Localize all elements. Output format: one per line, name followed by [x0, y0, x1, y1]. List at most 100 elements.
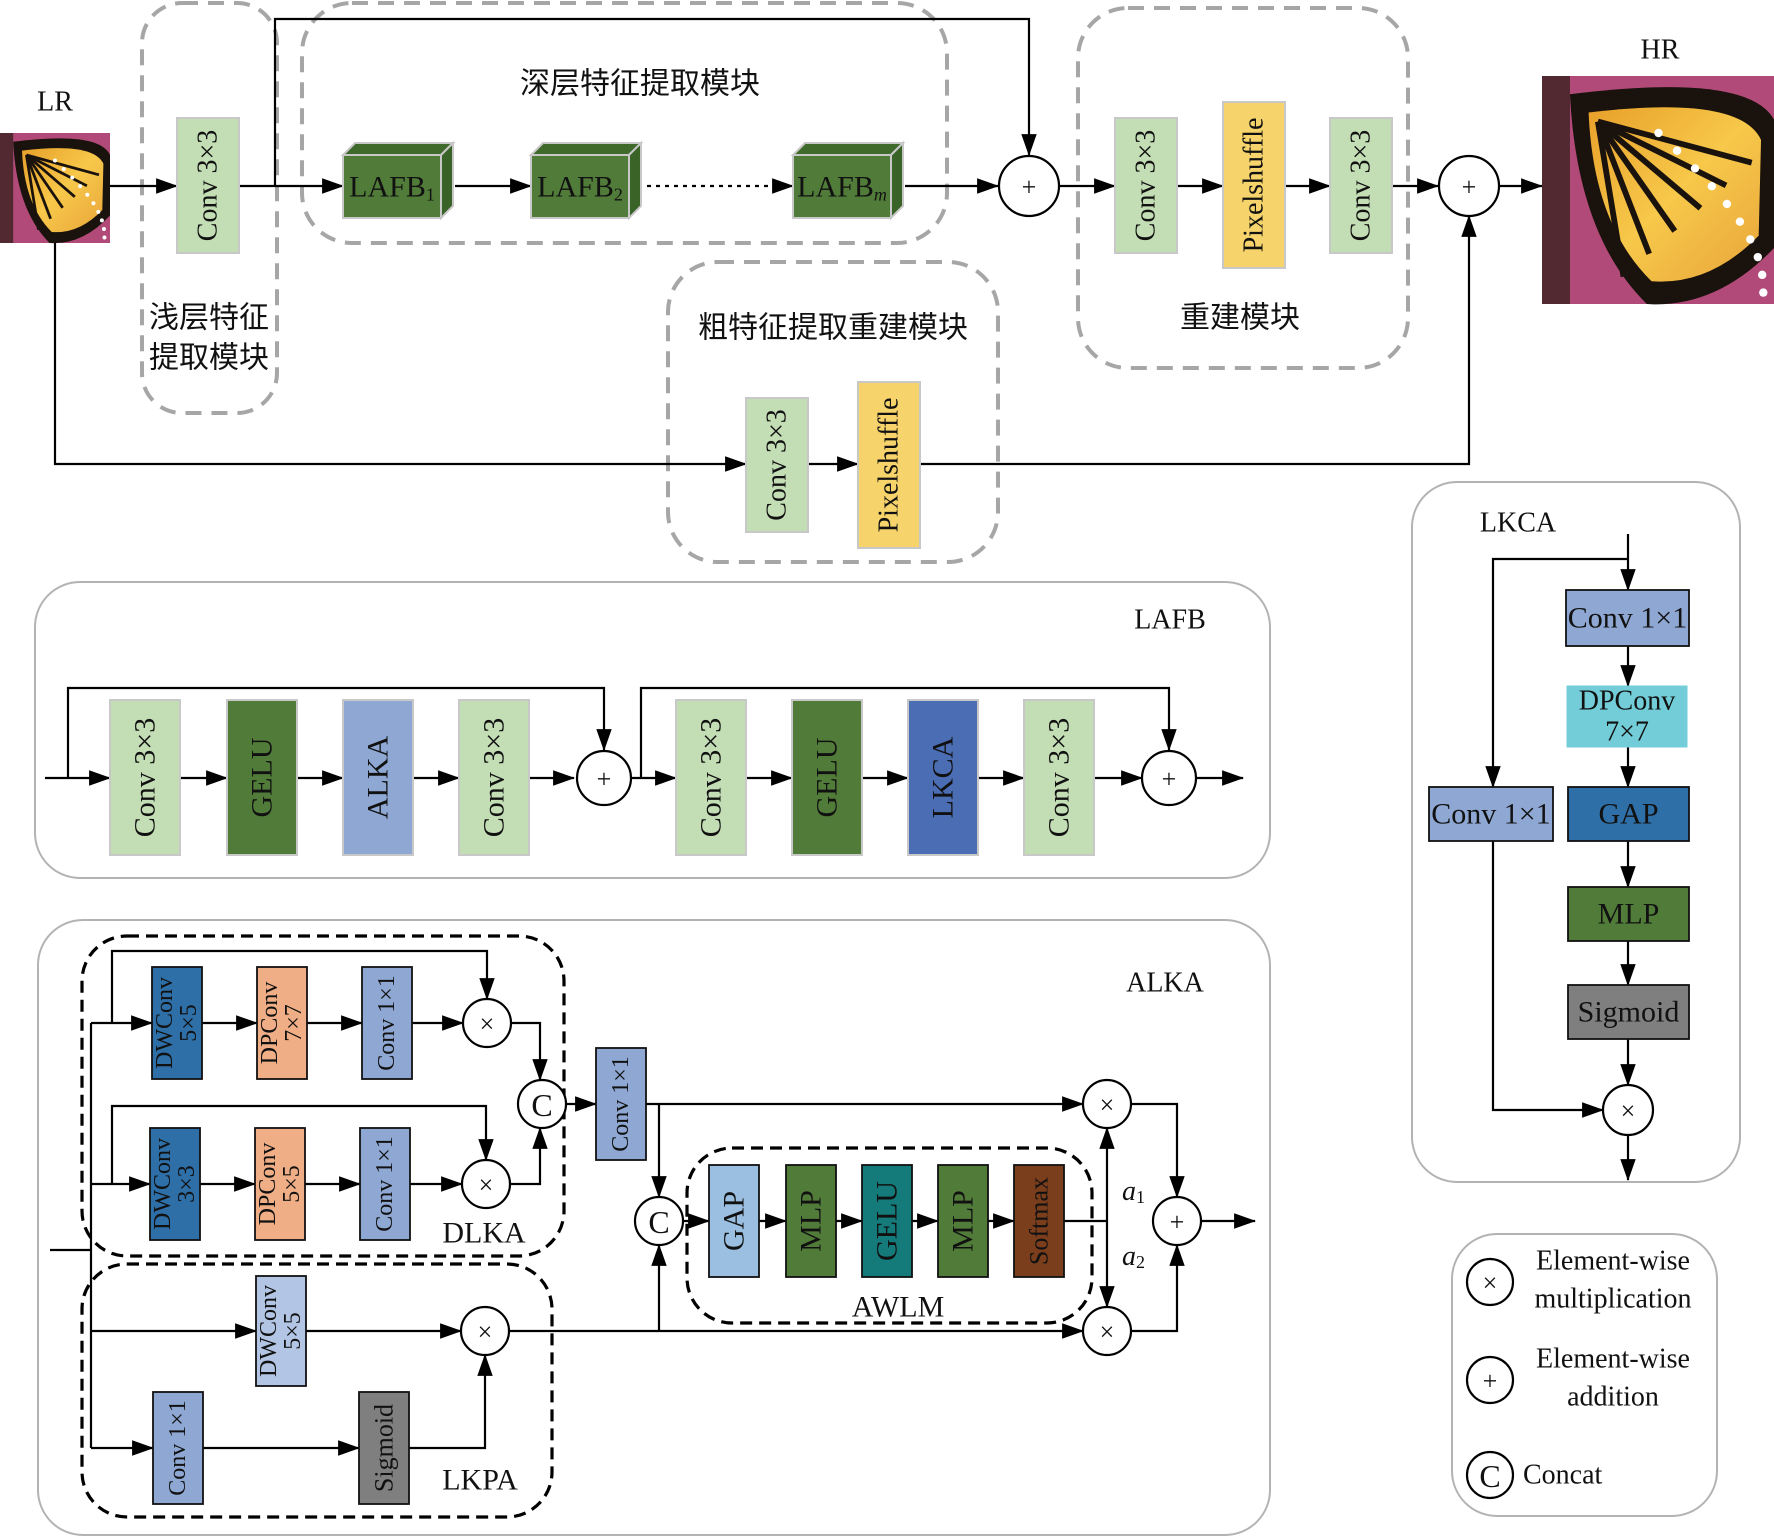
lr-image-spot	[101, 226, 106, 231]
a1-label: a1	[1122, 1176, 1145, 1208]
lafb1-block-label: LAFB1	[349, 170, 435, 205]
lkpa-sigmoid-to-mul-arrow	[409, 1353, 493, 1450]
alka-title: ALKA	[1126, 968, 1205, 999]
awlm-block-mlp-2	[785, 1164, 837, 1278]
hr-image-spot	[1722, 199, 1732, 209]
lkca-mul	[1601, 1083, 1655, 1137]
dlka-label: DLKA	[442, 1217, 526, 1250]
awlm-group	[685, 1146, 1094, 1325]
coarse-pixelshuffle	[857, 381, 921, 549]
alka-top-mul-symbol: ×	[1100, 1091, 1115, 1120]
lr-image-vein	[25, 153, 76, 198]
hr-image-spot	[1672, 146, 1682, 155]
lafb-g2-block-1	[675, 699, 747, 856]
awlm-concat	[633, 1195, 685, 1247]
lkca-mlp-label: MLP	[1598, 898, 1660, 931]
lafb1-block-side	[440, 140, 454, 221]
legend-panel	[1451, 1233, 1718, 1517]
recon-conv3x3-1	[1114, 117, 1178, 254]
a2-label: a2	[1122, 1241, 1145, 1273]
dlka-row1-block-3-label: Conv 1×1	[374, 975, 400, 1071]
dlka-row1-block-1-label: DWConv	[152, 977, 178, 1069]
recon-pixelshuffle	[1222, 101, 1286, 269]
dlka-row1-block-2	[256, 966, 308, 1080]
lkca-conv-to-mul-arrow	[1491, 841, 1605, 1118]
dlka-row2-block-1	[149, 1127, 201, 1241]
shallow-conv3x3	[176, 117, 240, 254]
hr-image-spot	[1753, 252, 1763, 262]
dlka-row2-block-2-label: 5×5	[279, 1165, 305, 1203]
dlka-row1-block-1	[151, 966, 203, 1080]
alka-conv1x1-label: Conv 1×1	[608, 1056, 634, 1152]
hr-image-spot	[1690, 164, 1700, 173]
lr-image-vein	[25, 153, 88, 188]
lkpa-conv1x1-label: Conv 1×1	[165, 1400, 191, 1496]
lafb-skip-2	[639, 686, 1177, 778]
lkca-conv1x1-top-label: Conv 1×1	[1568, 602, 1687, 635]
alka-conv1x1	[595, 1047, 647, 1161]
lr-image-spot	[53, 158, 57, 163]
lafb-add-1	[575, 749, 633, 807]
lafb2-block	[530, 154, 630, 219]
hr-image-vein	[1595, 120, 1652, 255]
lkca-sigmoid	[1567, 984, 1690, 1040]
legend-item-1-line1: Element-wise	[1536, 1246, 1690, 1277]
awlm-block-gap-1	[708, 1164, 760, 1278]
legend-symbol-1	[1465, 1257, 1515, 1307]
dlka-row2-mul-symbol: ×	[479, 1171, 494, 1200]
lkca-mul-symbol: ×	[1621, 1097, 1636, 1126]
lafbm-block-top	[790, 142, 906, 156]
dlka-concat-symbol: C	[531, 1087, 552, 1123]
awlm-block-gelu-3	[861, 1164, 913, 1278]
dlka-row1-skip	[110, 949, 495, 1023]
legend-symbol-1-symbol: ×	[1483, 1269, 1498, 1298]
legend-symbol-2	[1465, 1355, 1515, 1405]
lkpa-dwconv5x5-label: DWConv	[256, 1285, 282, 1377]
lafb-g2-block-2-label: GELU	[811, 737, 844, 817]
final-add	[1437, 154, 1501, 218]
recon-pixelshuffle-label: Pixelshuffle	[1239, 118, 1270, 253]
lafb-g2-block-2	[791, 699, 863, 856]
global-skip-connection	[273, 17, 1037, 186]
lafb-add-2-symbol: +	[1162, 765, 1177, 794]
lkpa-sigmoid-label: Sigmoid	[370, 1404, 399, 1492]
hr-image-spot	[1735, 217, 1745, 226]
alka-bottom-mul	[1081, 1305, 1133, 1357]
hr-image-body	[1542, 76, 1570, 304]
hr-image-spot	[1654, 128, 1663, 138]
lkca-title: LKCA	[1480, 508, 1557, 539]
lkpa-conv1x1	[152, 1391, 204, 1505]
lafb-add-2	[1140, 749, 1198, 807]
lkca-skip-to-conv-arrow	[1485, 557, 1628, 789]
lr-image-spot	[99, 218, 104, 223]
alka-output-add-symbol: +	[1170, 1208, 1185, 1237]
lafb-g2-block-1-label: Conv 3×3	[695, 718, 728, 837]
legend-item-3-label: Concat	[1523, 1460, 1603, 1491]
global-residual-add	[997, 154, 1061, 218]
reconstruction-group	[1076, 6, 1410, 370]
lr-image-body	[0, 133, 14, 243]
lr-image-spot	[70, 175, 75, 180]
lafb1-block-top	[340, 142, 456, 156]
shallow-title-line1: 浅层特征	[149, 301, 269, 336]
hr-image-spot	[1707, 182, 1717, 191]
lafb-g2-block-4	[1023, 699, 1095, 856]
lafb-g2-block-4-label: Conv 3×3	[1043, 718, 1076, 837]
lkpa-group	[80, 1262, 554, 1519]
lkca-gap	[1567, 786, 1690, 842]
lafb-g1-block-1	[109, 699, 181, 856]
lafb-g1-block-3	[342, 699, 414, 856]
lafb-g2-block-3	[907, 699, 979, 856]
lkca-dpconv7x7-label: DPConv	[1579, 686, 1675, 717]
lafb2-block-top	[528, 142, 644, 156]
awlm-block-mlp-4	[937, 1164, 989, 1278]
lafb-g1-block-4-label: Conv 3×3	[478, 718, 511, 837]
recon-conv3x3-2	[1329, 117, 1393, 254]
recon-conv3x3-1-label: Conv 3×3	[1131, 130, 1162, 241]
dlka-concat	[516, 1078, 568, 1130]
lkca-conv1x1-side	[1428, 786, 1554, 842]
awlm-concat-symbol: C	[648, 1204, 669, 1240]
lkpa-dwconv5x5	[255, 1275, 307, 1387]
dlka-row2-block-1-label: DWConv	[150, 1138, 176, 1230]
